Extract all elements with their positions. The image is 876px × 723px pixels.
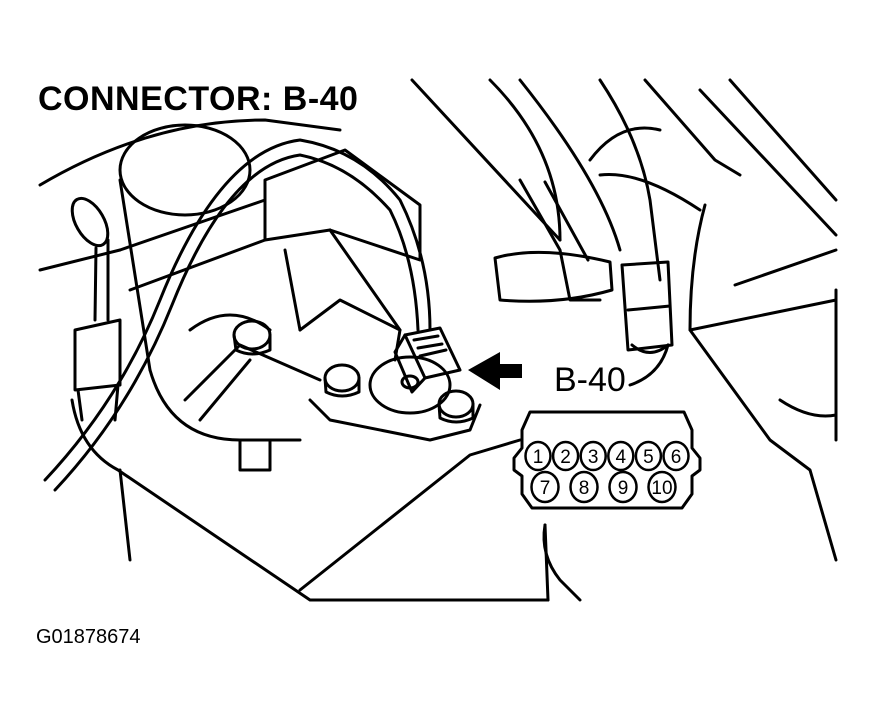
pin-7-label: 7 [540, 478, 551, 499]
pin-10-label: 10 [651, 478, 672, 499]
pin-6-outline [662, 440, 690, 472]
b40-connector-housing [620, 260, 674, 387]
sensor-connector [393, 326, 462, 394]
dipstick [70, 196, 122, 422]
diagram-title: CONNECTOR: B-40 [38, 80, 359, 118]
figure-id: G01878674 [36, 626, 141, 648]
connector-callout-label: B-40 [552, 361, 628, 399]
pin-5-label: 5 [643, 447, 654, 468]
pin-7-outline [530, 470, 560, 504]
housing-outline [38, 118, 838, 602]
throttle-body [118, 123, 402, 472]
pin-10-outline [647, 470, 677, 504]
pin-2-label: 2 [560, 447, 571, 468]
pin-9-label: 9 [618, 478, 629, 499]
pointer-arrow [468, 352, 522, 390]
pin-8-outline [569, 470, 599, 504]
pin-1-label: 1 [533, 447, 544, 468]
bracket [118, 148, 422, 332]
pin-3-label: 3 [588, 447, 599, 468]
pin-2-outline [551, 440, 580, 472]
pin-4-label: 4 [616, 447, 627, 468]
pin-9-outline [608, 470, 638, 504]
pin-5-outline [634, 440, 663, 472]
connector-face-diagram [512, 410, 702, 510]
pin-1-outline [524, 440, 552, 472]
cable-loop [43, 138, 432, 492]
sensor-flange [308, 355, 482, 442]
pin-8-label: 8 [579, 478, 590, 499]
pin-4-outline [607, 440, 635, 472]
pin-3-outline [579, 440, 607, 472]
pin-6-label: 6 [671, 447, 682, 468]
wire-harness [410, 78, 838, 303]
